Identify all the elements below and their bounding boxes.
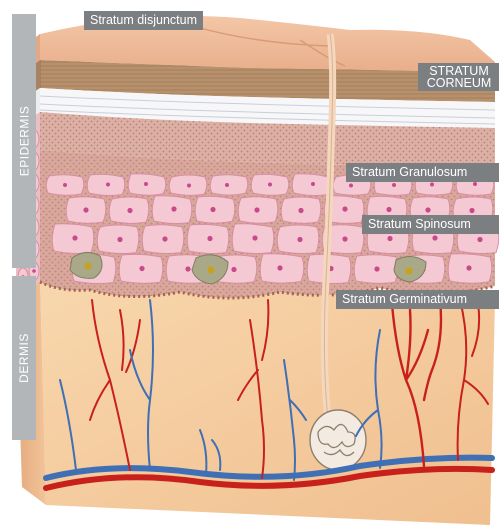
- corneum-label-line2: CORNEUM: [422, 77, 496, 89]
- epidermis-side-band: EPIDERMIS: [12, 14, 36, 268]
- cell-nucleus: [207, 236, 212, 241]
- cell-nucleus: [72, 235, 77, 240]
- cell-nucleus: [268, 183, 272, 187]
- cell-nucleus: [185, 266, 190, 271]
- cell-nucleus: [392, 183, 396, 187]
- epidermal-cell: [292, 174, 330, 196]
- epidermis-label: EPIDERMIS: [17, 106, 31, 177]
- cell-nucleus: [117, 237, 122, 242]
- cell-nucleus: [127, 208, 132, 213]
- cell-nucleus: [430, 183, 434, 187]
- cell-nucleus: [349, 184, 353, 188]
- cell-nucleus: [83, 207, 88, 212]
- cell-nucleus: [477, 237, 482, 242]
- cell-nucleus: [297, 237, 302, 242]
- cell-nucleus: [252, 235, 257, 240]
- cell-nucleus: [171, 206, 176, 211]
- cell-nucleus: [298, 208, 303, 213]
- cell-nucleus: [342, 206, 347, 211]
- epidermal-cell: [210, 175, 248, 195]
- cell-nucleus: [277, 265, 282, 270]
- cell-nucleus: [144, 182, 148, 186]
- side-cell-nucleus: [32, 269, 36, 273]
- sweat-gland-coil: [310, 410, 366, 470]
- label-stratum-disjunctum: Stratum disjunctum: [84, 11, 203, 30]
- cell-nucleus: [387, 236, 392, 241]
- label-stratum-spinosum: Stratum Spinosum: [362, 215, 499, 234]
- dermis-label: DERMIS: [17, 333, 31, 383]
- cell-nucleus: [469, 208, 474, 213]
- cell-nucleus: [432, 235, 437, 240]
- cell-nucleus: [162, 236, 167, 241]
- cell-nucleus: [225, 183, 229, 187]
- cell-nucleus: [386, 207, 391, 212]
- dermis-side-band: DERMIS: [12, 276, 36, 440]
- cell-nucleus: [342, 236, 347, 241]
- label-stratum-granulosum: Stratum Granulosum: [346, 163, 499, 182]
- cell-nucleus: [374, 266, 379, 271]
- cell-nucleus: [106, 183, 110, 187]
- cell-nucleus: [231, 267, 236, 272]
- cell-nucleus: [311, 182, 315, 186]
- cell-nucleus: [187, 184, 191, 188]
- label-stratum-corneum: STRATUM CORNEUM: [418, 63, 499, 91]
- cell-nucleus: [473, 182, 477, 186]
- cell-nucleus: [63, 183, 67, 187]
- cell-nucleus: [254, 207, 259, 212]
- epidermal-cell: [87, 174, 125, 195]
- cell-nucleus: [139, 266, 144, 271]
- cell-nucleus: [425, 207, 430, 212]
- cell-nucleus: [210, 207, 215, 212]
- label-stratum-germinativum: Stratum Germinativum: [336, 290, 499, 309]
- cell-nucleus: [466, 265, 471, 270]
